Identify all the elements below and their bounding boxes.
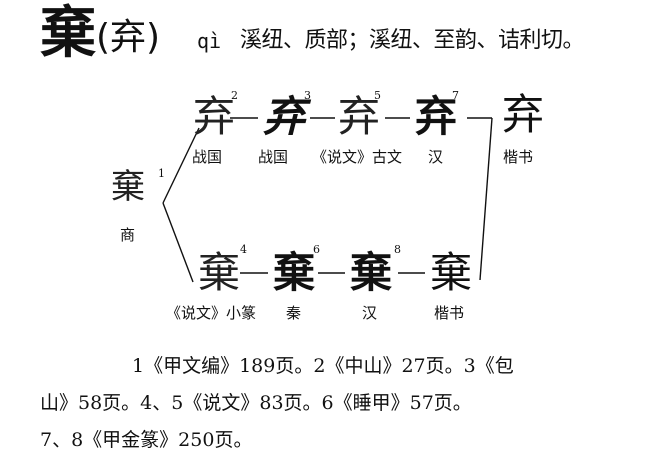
glyph-top-3: 弃 xyxy=(337,92,380,141)
glyph-top-4: 弃 xyxy=(414,92,457,141)
glyph-label: 战国 xyxy=(192,148,223,166)
ref-number: 2 xyxy=(231,89,238,102)
note-line: 7、8《甲金篆》250页。 xyxy=(40,429,253,451)
headword: 棄 xyxy=(40,1,96,66)
glyph-label: 战国 xyxy=(258,148,289,166)
glyph-label: 秦 xyxy=(286,304,302,322)
glyph-label: 楷书 xyxy=(503,148,534,166)
glyph-label: 《说文》古文 xyxy=(312,148,403,166)
glyph-bottom-3: 棄 xyxy=(349,248,392,297)
ref-number: 4 xyxy=(240,243,247,256)
ref-number: 5 xyxy=(374,89,381,102)
glyph-top-1: 弃 xyxy=(192,92,235,141)
glyph-bottom-kaishu: 棄 xyxy=(429,248,472,297)
glyph-shang: 棄 xyxy=(111,167,145,207)
glyph-bottom-2: 棄 xyxy=(272,248,315,297)
glyph-label: 汉 xyxy=(362,304,378,322)
glyph-label: 楷书 xyxy=(434,304,465,322)
glyph-top-2: 弃 xyxy=(262,92,305,141)
glyph-label: 商 xyxy=(120,226,136,244)
ref-number: 6 xyxy=(313,243,320,256)
glyph-label: 《说文》小篆 xyxy=(166,304,257,322)
glyph-bottom-1: 棄 xyxy=(197,248,240,297)
source-notes: 1《甲文编》189页。2《中山》27页。3《包 山》58页。4、5《说文》83页… xyxy=(40,348,600,459)
ref-number: 1 xyxy=(158,167,165,180)
glyph-top-kaishu: 弃 xyxy=(501,90,544,139)
glyph-label: 汉 xyxy=(428,148,444,166)
note-line: 1《甲文编》189页。2《中山》27页。3《包 xyxy=(132,355,514,377)
pinyin: qì xyxy=(197,29,222,53)
ref-number: 3 xyxy=(304,89,311,102)
phonology-fanqie: 溪纽、质部；溪纽、至韵、诘利切。 xyxy=(240,28,585,53)
ref-number: 7 xyxy=(452,89,459,102)
ref-number: 8 xyxy=(394,243,401,256)
simplified-variant: (弃) xyxy=(96,17,161,58)
note-line: 山》58页。4、5《说文》83页。6《睡甲》57页。 xyxy=(40,392,472,414)
